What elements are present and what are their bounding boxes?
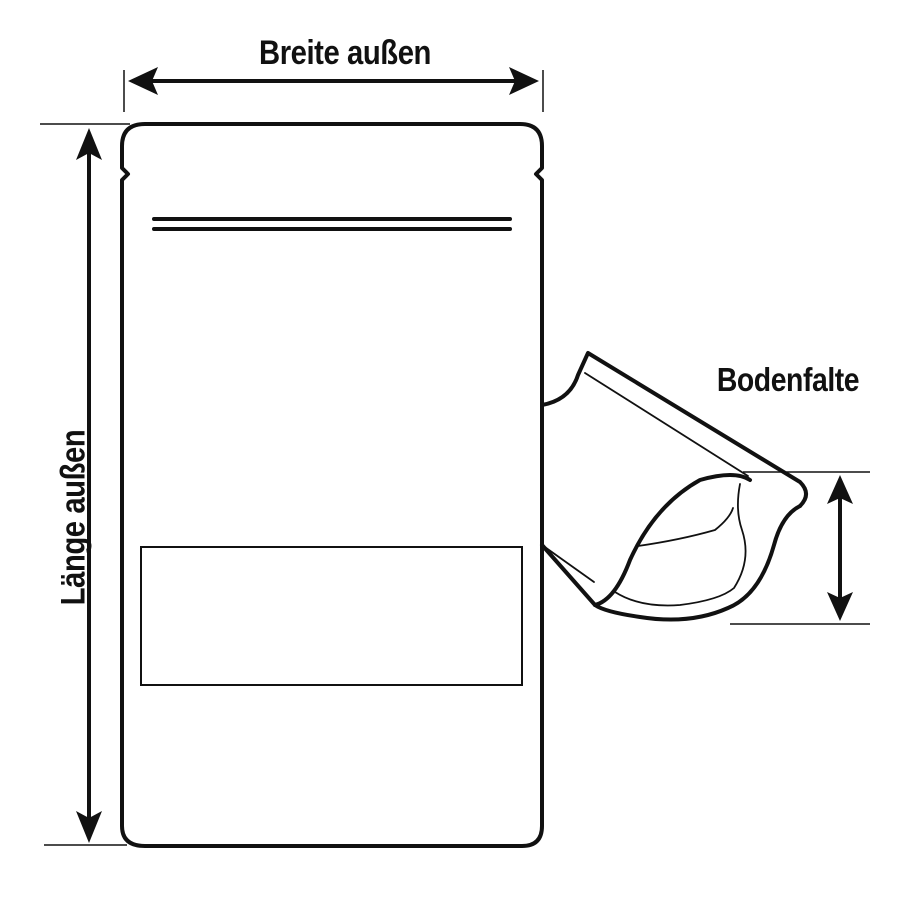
pouch-outline	[120, 122, 544, 848]
width-label: Breite außen	[259, 34, 431, 72]
zipper-lines	[152, 217, 512, 231]
length-dimension	[40, 123, 130, 846]
gusset-dimension	[730, 471, 870, 625]
label-window	[140, 546, 523, 686]
width-dimension	[123, 67, 544, 112]
gusset-illustration	[540, 351, 808, 622]
length-label: Länge außen	[54, 429, 93, 606]
gusset-label: Bodenfalte	[716, 361, 860, 398]
